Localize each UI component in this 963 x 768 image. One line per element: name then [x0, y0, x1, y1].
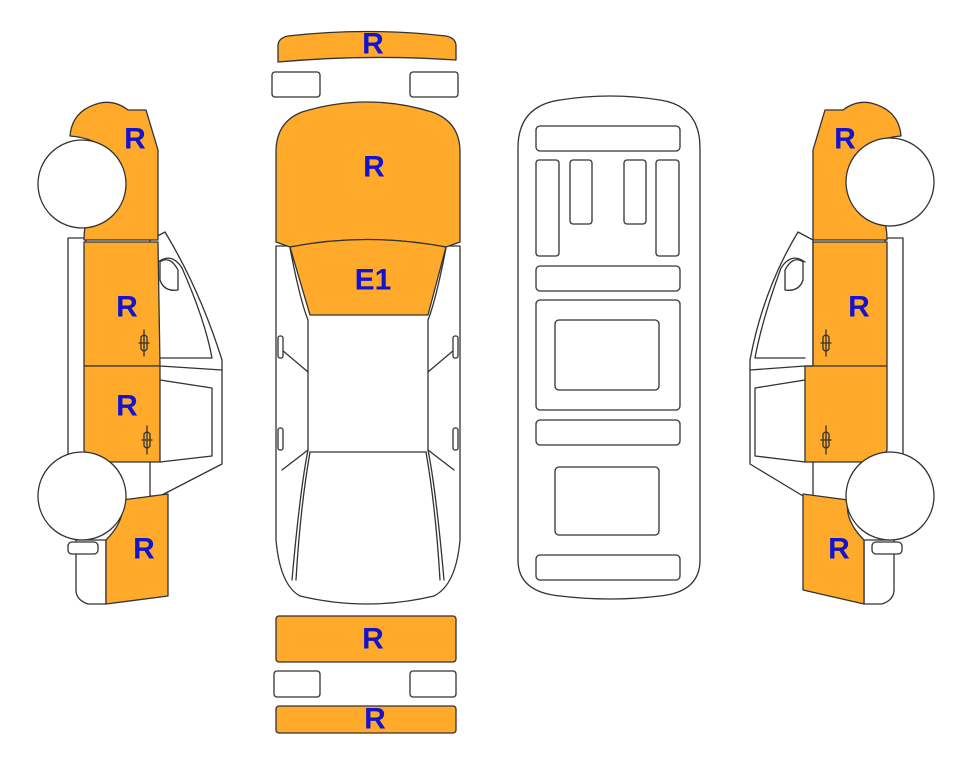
right-body-strip — [884, 237, 904, 456]
underside-crossmember-1 — [535, 265, 681, 292]
rear-window — [295, 451, 441, 581]
underside-right-rail — [655, 159, 680, 257]
left-window-rear — [159, 379, 213, 463]
left-headlight — [271, 71, 321, 98]
underside-crossmember-2 — [535, 419, 681, 446]
left-rear-door-label: R — [116, 390, 138, 423]
left-rear-reflector — [67, 541, 99, 555]
front-bumper-panel[interactable] — [277, 30, 457, 63]
left-taillight — [273, 670, 321, 698]
left-front-door-label: R — [116, 291, 138, 324]
left-side-view: R R R R — [37, 101, 223, 605]
hood-label: R — [363, 151, 385, 184]
rear-lower-bumper-panel[interactable] — [275, 705, 457, 734]
left-front-fender-label: R — [124, 123, 146, 156]
right-rear-door-handle-icon — [820, 425, 832, 455]
underside-slot-2 — [623, 159, 647, 225]
underside-view — [517, 95, 701, 600]
right-window-rear — [754, 379, 806, 463]
left-rear-door-handle-icon — [141, 425, 153, 455]
left-rear-quarter-label: R — [133, 533, 155, 566]
left-body-strip — [67, 237, 87, 456]
right-front-door-handle-icon — [820, 329, 832, 357]
windshield-label: E1 — [355, 264, 392, 297]
left-mirror — [277, 335, 284, 359]
car-body-top — [275, 245, 461, 605]
right-rear-wheel — [845, 451, 935, 541]
left-rear-bumper — [75, 539, 107, 605]
right-mirror — [452, 335, 459, 359]
left-front-door-handle-icon — [138, 329, 150, 357]
rear-bumper-label: R — [362, 623, 384, 656]
right-front-door-label: R — [848, 291, 870, 324]
left-door-line — [281, 349, 309, 471]
right-rear-quarter-panel[interactable] — [802, 493, 865, 605]
top-view: R R E1 R R — [271, 28, 461, 736]
right-rear-bumper — [863, 539, 895, 605]
right-rear-reflector — [871, 541, 903, 555]
underside-floor-rear — [554, 466, 660, 536]
underside-slot-1 — [569, 159, 593, 225]
windshield-panel[interactable] — [289, 238, 447, 316]
right-handle — [452, 427, 459, 451]
underside-left-rail — [535, 159, 560, 257]
right-doors-panel[interactable] — [804, 241, 888, 463]
left-front-wheel — [37, 139, 127, 229]
right-front-wheel — [845, 137, 935, 227]
underside-rear-bar — [535, 554, 681, 581]
rear-lower-bumper-label: R — [364, 703, 386, 736]
underside-floor-front-inner — [554, 319, 660, 391]
right-taillight — [409, 670, 457, 698]
rear-bumper-panel[interactable] — [275, 615, 457, 663]
right-window-front — [754, 257, 806, 359]
right-door-line — [427, 349, 455, 471]
right-cabin — [749, 231, 814, 497]
left-window-front — [157, 257, 213, 359]
right-rear-quarter-label: R — [828, 533, 850, 566]
left-mirror-side — [159, 259, 179, 291]
right-front-fender-label: R — [834, 123, 856, 156]
front-bumper-label: R — [362, 28, 384, 61]
right-side-view: R R R — [749, 101, 935, 605]
right-headlight — [409, 71, 459, 98]
right-belt-line — [749, 365, 806, 371]
left-cabin — [149, 231, 223, 497]
left-rear-wheel — [37, 451, 127, 541]
left-belt-line — [159, 365, 223, 371]
right-mirror-side — [784, 259, 804, 291]
left-handle — [277, 427, 284, 451]
underside-front-bar — [535, 125, 681, 152]
